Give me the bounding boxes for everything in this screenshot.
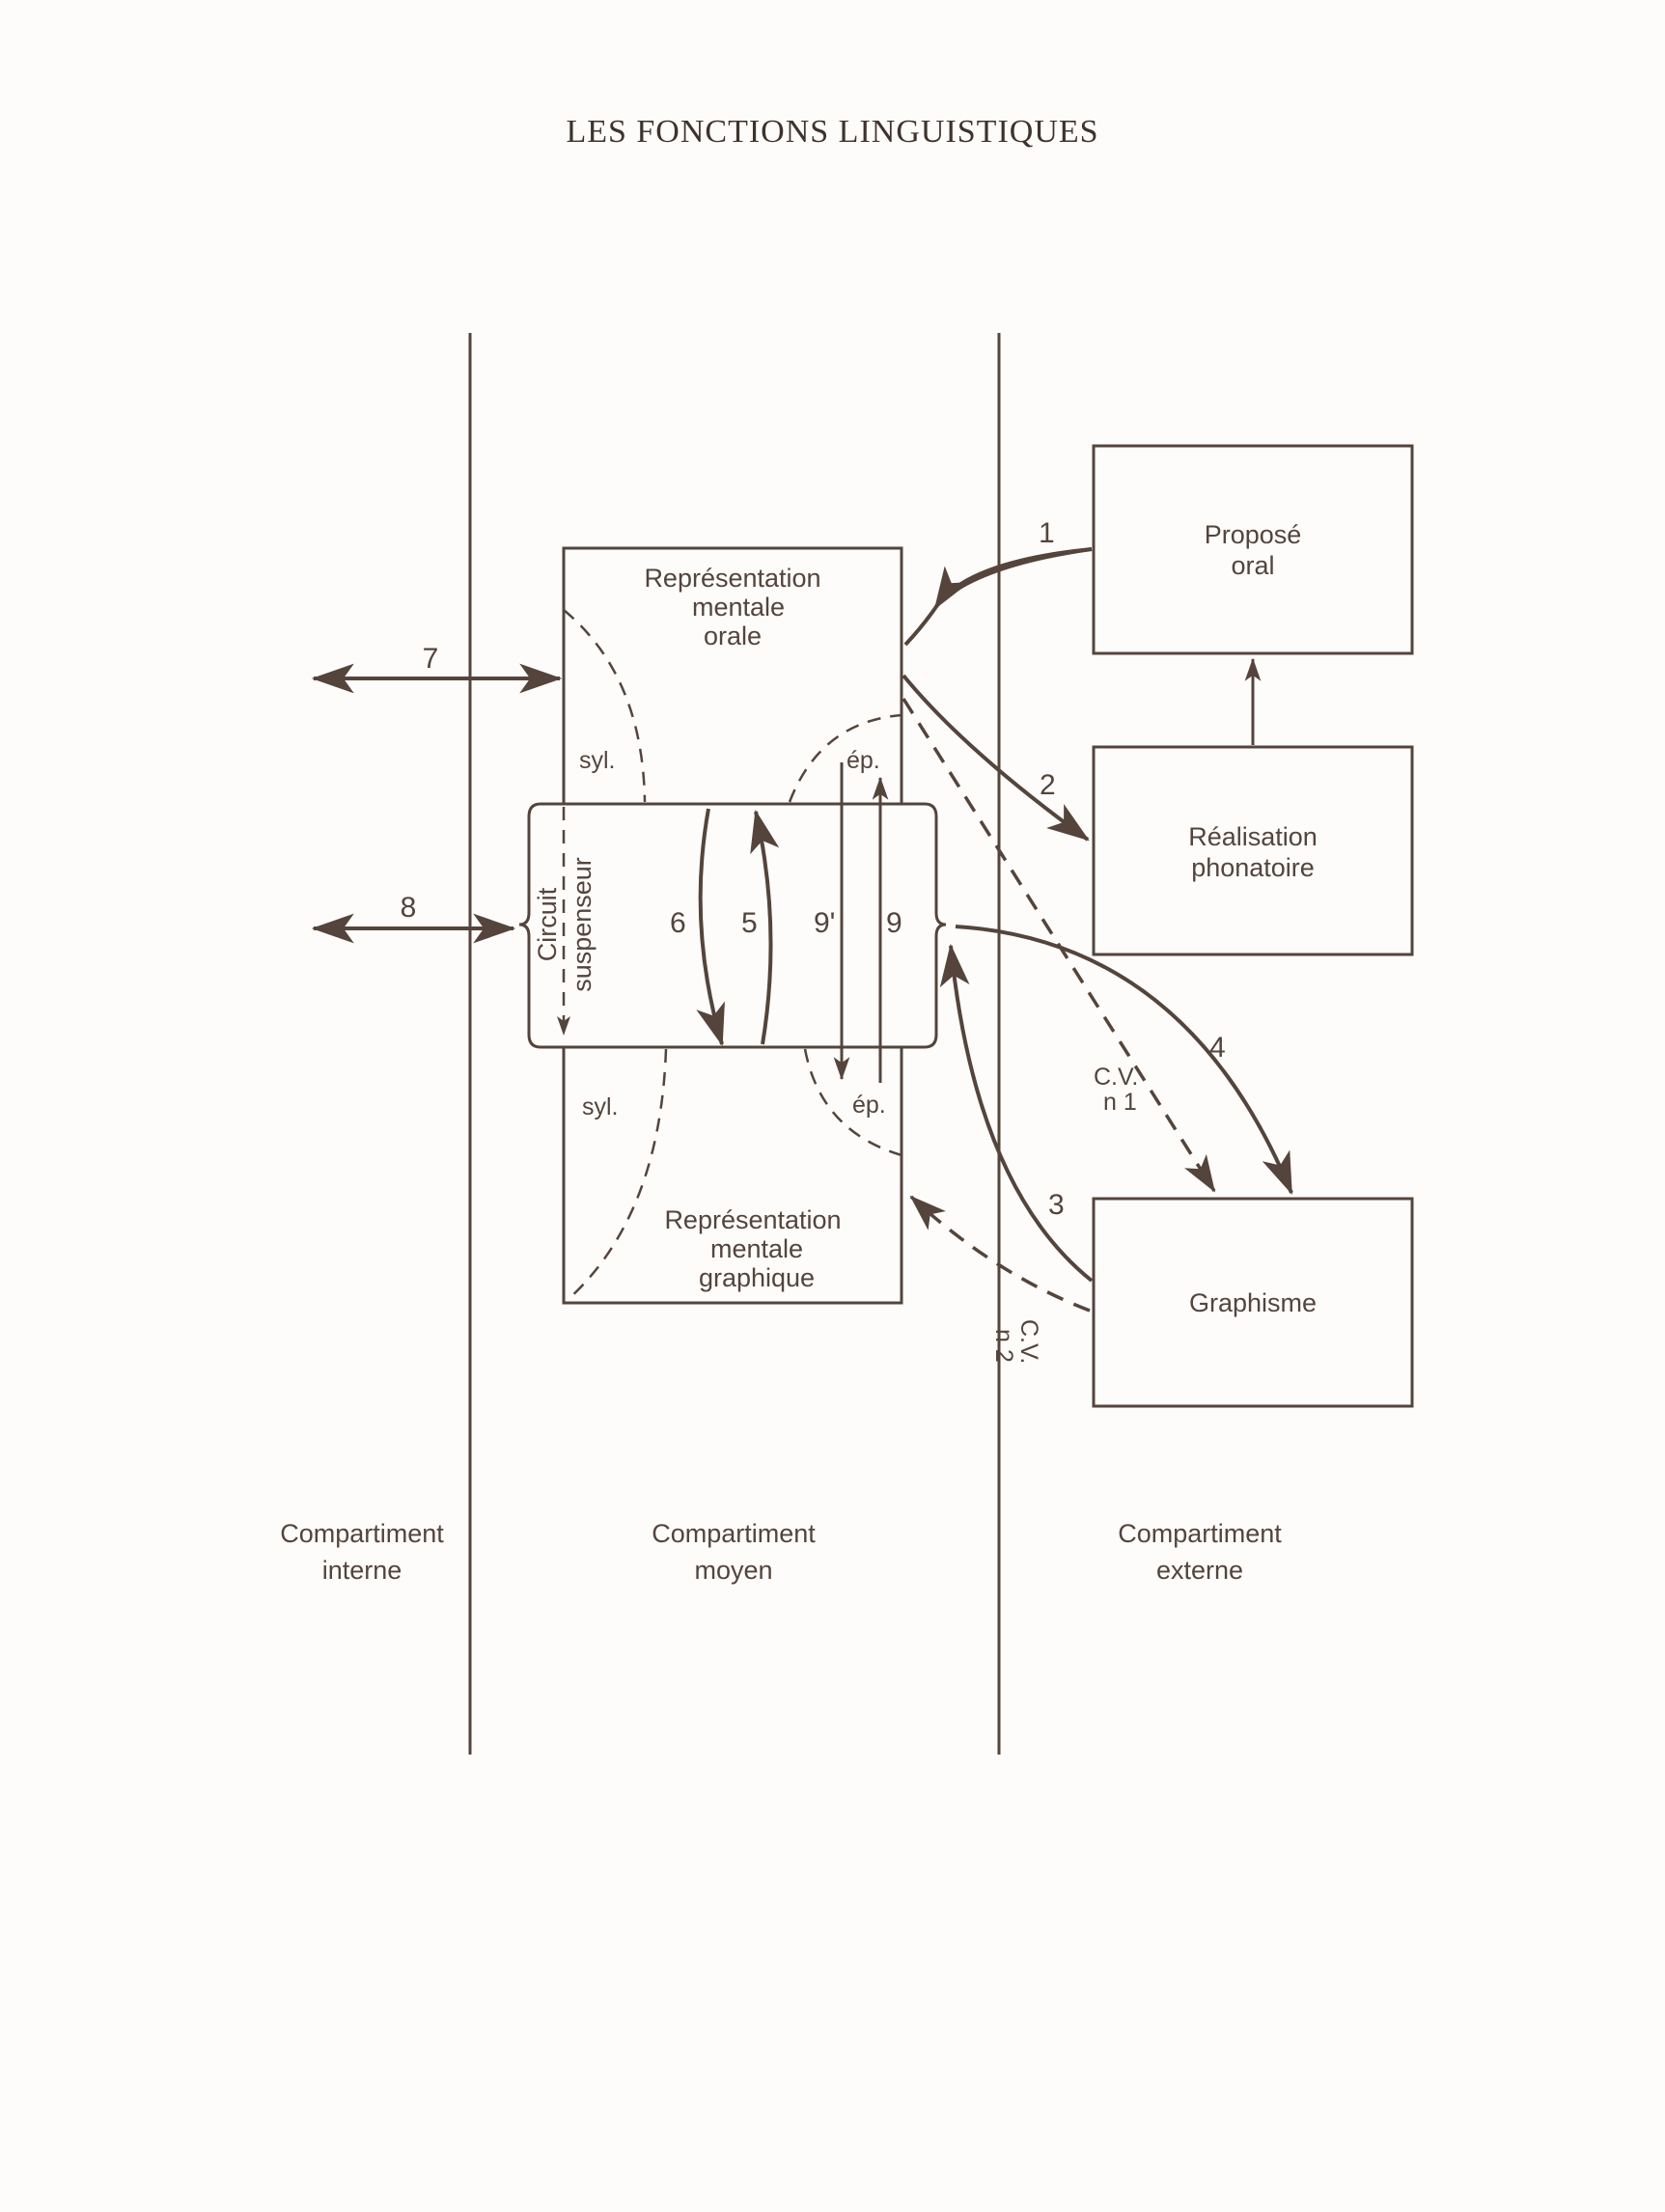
page-title: LES FONCTIONS LINGUISTIQUES [566,114,1099,150]
caption-moyen-line2: moyen [694,1556,773,1585]
caption-moyen-line1: Compartiment [652,1519,816,1548]
caption-compartiment-interne: Compartiment interne [236,1515,487,1589]
box-propose-oral: Proposé oral [1092,444,1414,655]
box-rep-graphique-line1: Représentation [664,1205,841,1234]
ep-curve-top [788,713,902,803]
arrow-4 [955,925,1293,1196]
label-cv1-line2: n 1 [1103,1089,1137,1116]
ep-curve-bottom [803,1048,902,1157]
arrow-2-number: 2 [1040,769,1056,801]
arrow-3 [939,943,1094,1283]
caption-compartiment-moyen: Compartiment moyen [608,1515,859,1589]
circuit-suspenseur-line2: suspenseur [568,857,597,992]
box-rep-orale-line1: Représentation [644,564,820,593]
arrow-5-number: 5 [741,907,758,939]
box-realisation-line2: phonatoire [1191,853,1315,882]
caption-interne-line1: Compartiment [280,1519,444,1548]
arrow-8-number: 8 [401,892,417,924]
box-graphisme: Graphisme [1092,1197,1414,1408]
box-realisation-line1: Réalisation [1188,822,1318,851]
box-graphisme-line1: Graphisme [1189,1288,1317,1317]
box-propose-oral-line1: Proposé [1205,520,1302,549]
arrow-6 [696,808,725,1047]
arrow-1-lead [903,606,937,647]
label-ep-bottom: ép. [852,1092,886,1119]
caption-compartiment-externe: Compartiment externe [1074,1515,1325,1589]
box-rep-graphique-line2: mentale [710,1234,803,1263]
caption-externe-line2: externe [1155,1556,1244,1585]
box-propose-oral-line2: oral [1231,551,1274,580]
arrow-6-number: 6 [670,907,686,939]
arrow-4-number: 4 [1209,1032,1226,1064]
box-rep-graphique-line3: graphique [699,1263,815,1292]
caption-interne-line2: interne [321,1556,402,1585]
circuit-suspenseur-line1: Circuit [533,887,562,961]
arrow-9-prime-number: 9' [814,907,835,939]
syl-curve-top [563,609,647,803]
label-cv2-line1: C.V. [1015,1319,1042,1364]
arrow-cv-n2 [909,1195,1091,1313]
arrow-1-number: 1 [1039,517,1055,549]
box-realisation-phonatoire: Réalisation phonatoire [1092,745,1414,956]
arrow-3-number: 3 [1048,1189,1065,1221]
label-cv1-line1: C.V. [1094,1064,1138,1091]
caption-externe-line1: Compartiment [1118,1519,1282,1548]
arrow-7-number: 7 [423,643,439,675]
label-ep-top: ép. [846,747,880,774]
label-cv2-line2: n 2 [990,1329,1017,1363]
arrow-5 [750,809,780,1045]
syl-curve-bottom [567,1048,668,1301]
box-rep-orale-line3: orale [704,622,762,650]
arrow-2 [902,674,1090,842]
arrow-cv-n1 [902,698,1216,1193]
box-circuit-suspenseur: Circuit suspenseur [518,802,947,1049]
label-syl-top: syl. [579,747,616,774]
arrow-9-number: 9 [886,907,902,939]
label-syl-bottom: syl. [582,1093,619,1120]
arrow-1 [933,547,1093,610]
arrow-1-tail [934,547,1093,608]
box-representation-graphique: Représentation mentale graphique [562,1045,903,1305]
box-rep-orale-line2: mentale [692,593,785,622]
